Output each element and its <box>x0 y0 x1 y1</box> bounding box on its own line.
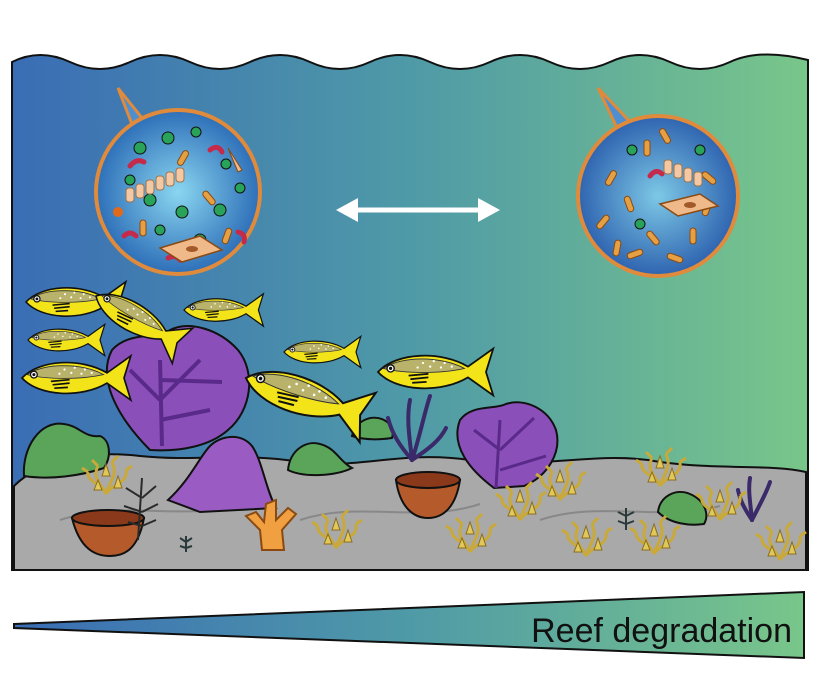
orange-branching-coral <box>244 498 298 551</box>
degraded-microbiome-bubble <box>576 86 740 278</box>
scale-label: Reef degradation <box>531 612 792 650</box>
sea-whips <box>386 394 772 522</box>
reef-degradation-scale: Reef degradation <box>13 590 805 660</box>
purple-fan-coral-right <box>456 401 559 490</box>
double-arrow-icon <box>336 198 500 222</box>
green-coral-heads <box>22 416 708 526</box>
feather-coral <box>123 477 159 541</box>
small-seaweed <box>179 508 635 552</box>
healthy-microbiome-bubble <box>94 87 262 276</box>
purple-fan-coral-left <box>105 325 251 452</box>
purple-mound <box>166 436 278 514</box>
